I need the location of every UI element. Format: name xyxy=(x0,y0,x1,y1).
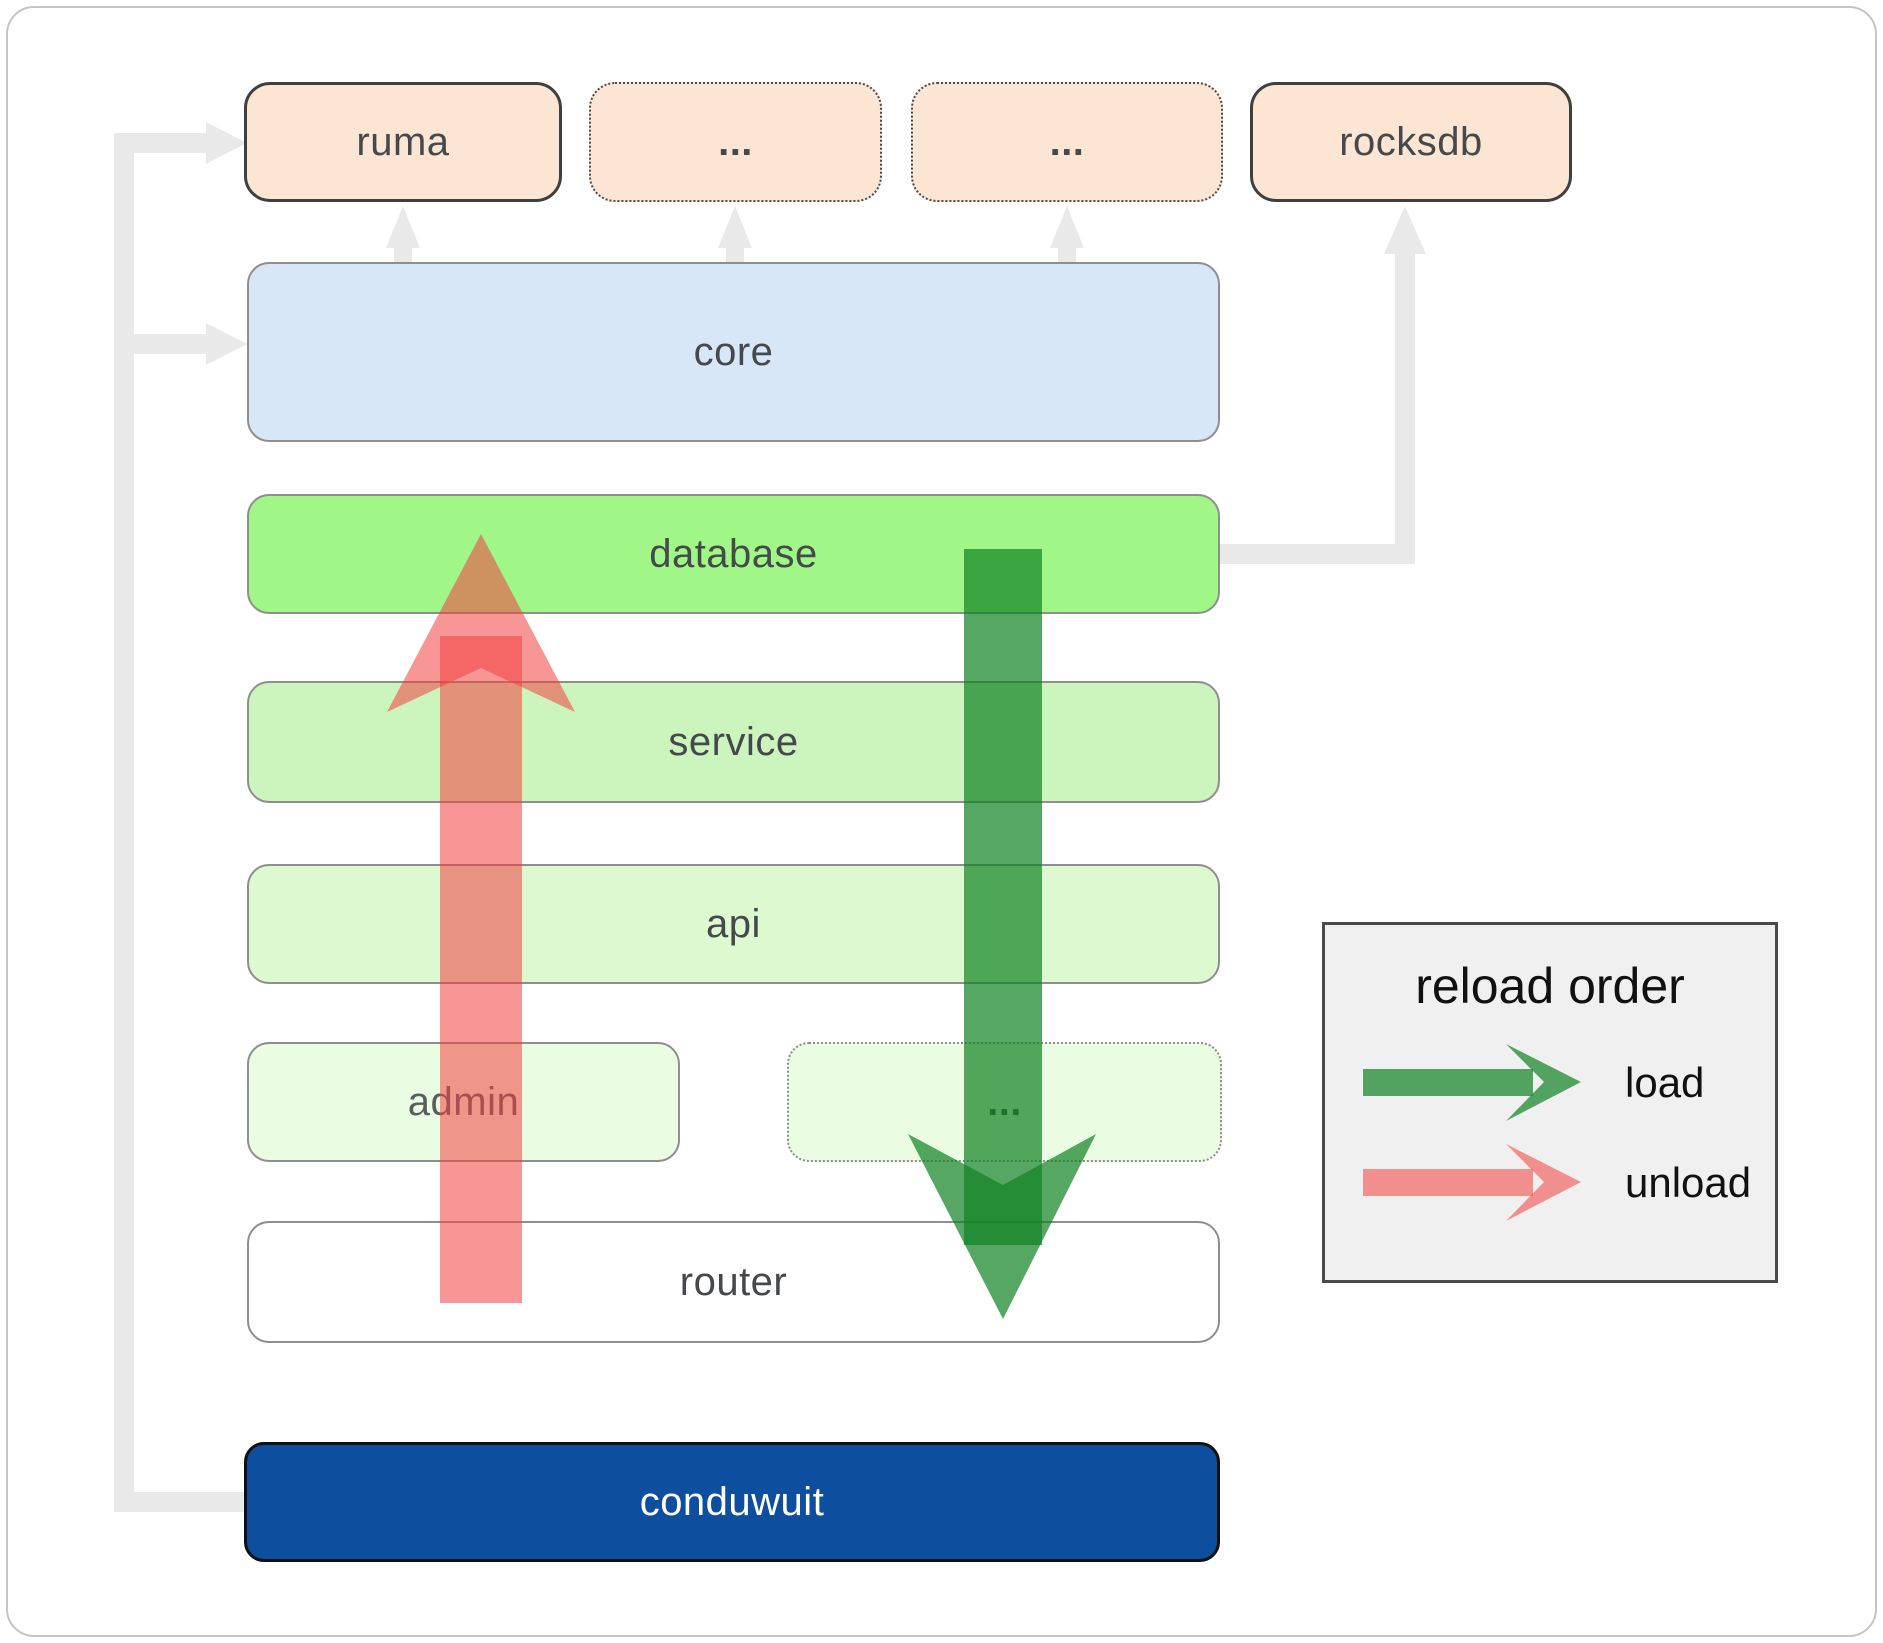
node-ellipsis-mid: ... xyxy=(787,1042,1222,1162)
node-database: database xyxy=(247,494,1220,614)
connector-core-to-ellipsis-1 xyxy=(718,206,752,262)
legend-item-load: load xyxy=(1625,1059,1705,1106)
node-service: service xyxy=(247,681,1220,803)
connector-core-to-ruma xyxy=(386,206,420,262)
arrowhead-into-rocksdb xyxy=(1384,206,1426,254)
arrowhead-into-core xyxy=(206,323,247,365)
connector-conduwuit-to-ruma xyxy=(114,122,247,1512)
node-router: router xyxy=(247,1221,1220,1343)
node-admin: admin xyxy=(247,1042,680,1162)
legend-title: reload order xyxy=(1415,958,1685,1014)
node-core: core xyxy=(247,262,1220,442)
connector-core-to-ellipsis-2 xyxy=(1050,206,1084,262)
connector-database-to-rocksdb xyxy=(1220,206,1426,564)
connector-conduwuit-to-core xyxy=(134,323,247,365)
unload-arrow-icon xyxy=(1363,1144,1581,1221)
node-ruma: ruma xyxy=(244,82,562,202)
legend-item-unload: unload xyxy=(1625,1159,1752,1206)
node-conduwuit: conduwuit xyxy=(244,1442,1220,1562)
node-ellipsis-top-2: ... xyxy=(911,82,1223,202)
node-rocksdb: rocksdb xyxy=(1250,82,1572,202)
node-ellipsis-top-1: ... xyxy=(589,82,882,202)
legend-box: reload order load unload xyxy=(1322,922,1778,1283)
node-api: api xyxy=(247,864,1220,984)
load-arrow-icon xyxy=(1363,1044,1581,1121)
connector-conduwuit-stub xyxy=(114,1492,247,1512)
arrowhead-into-ruma xyxy=(206,122,247,164)
